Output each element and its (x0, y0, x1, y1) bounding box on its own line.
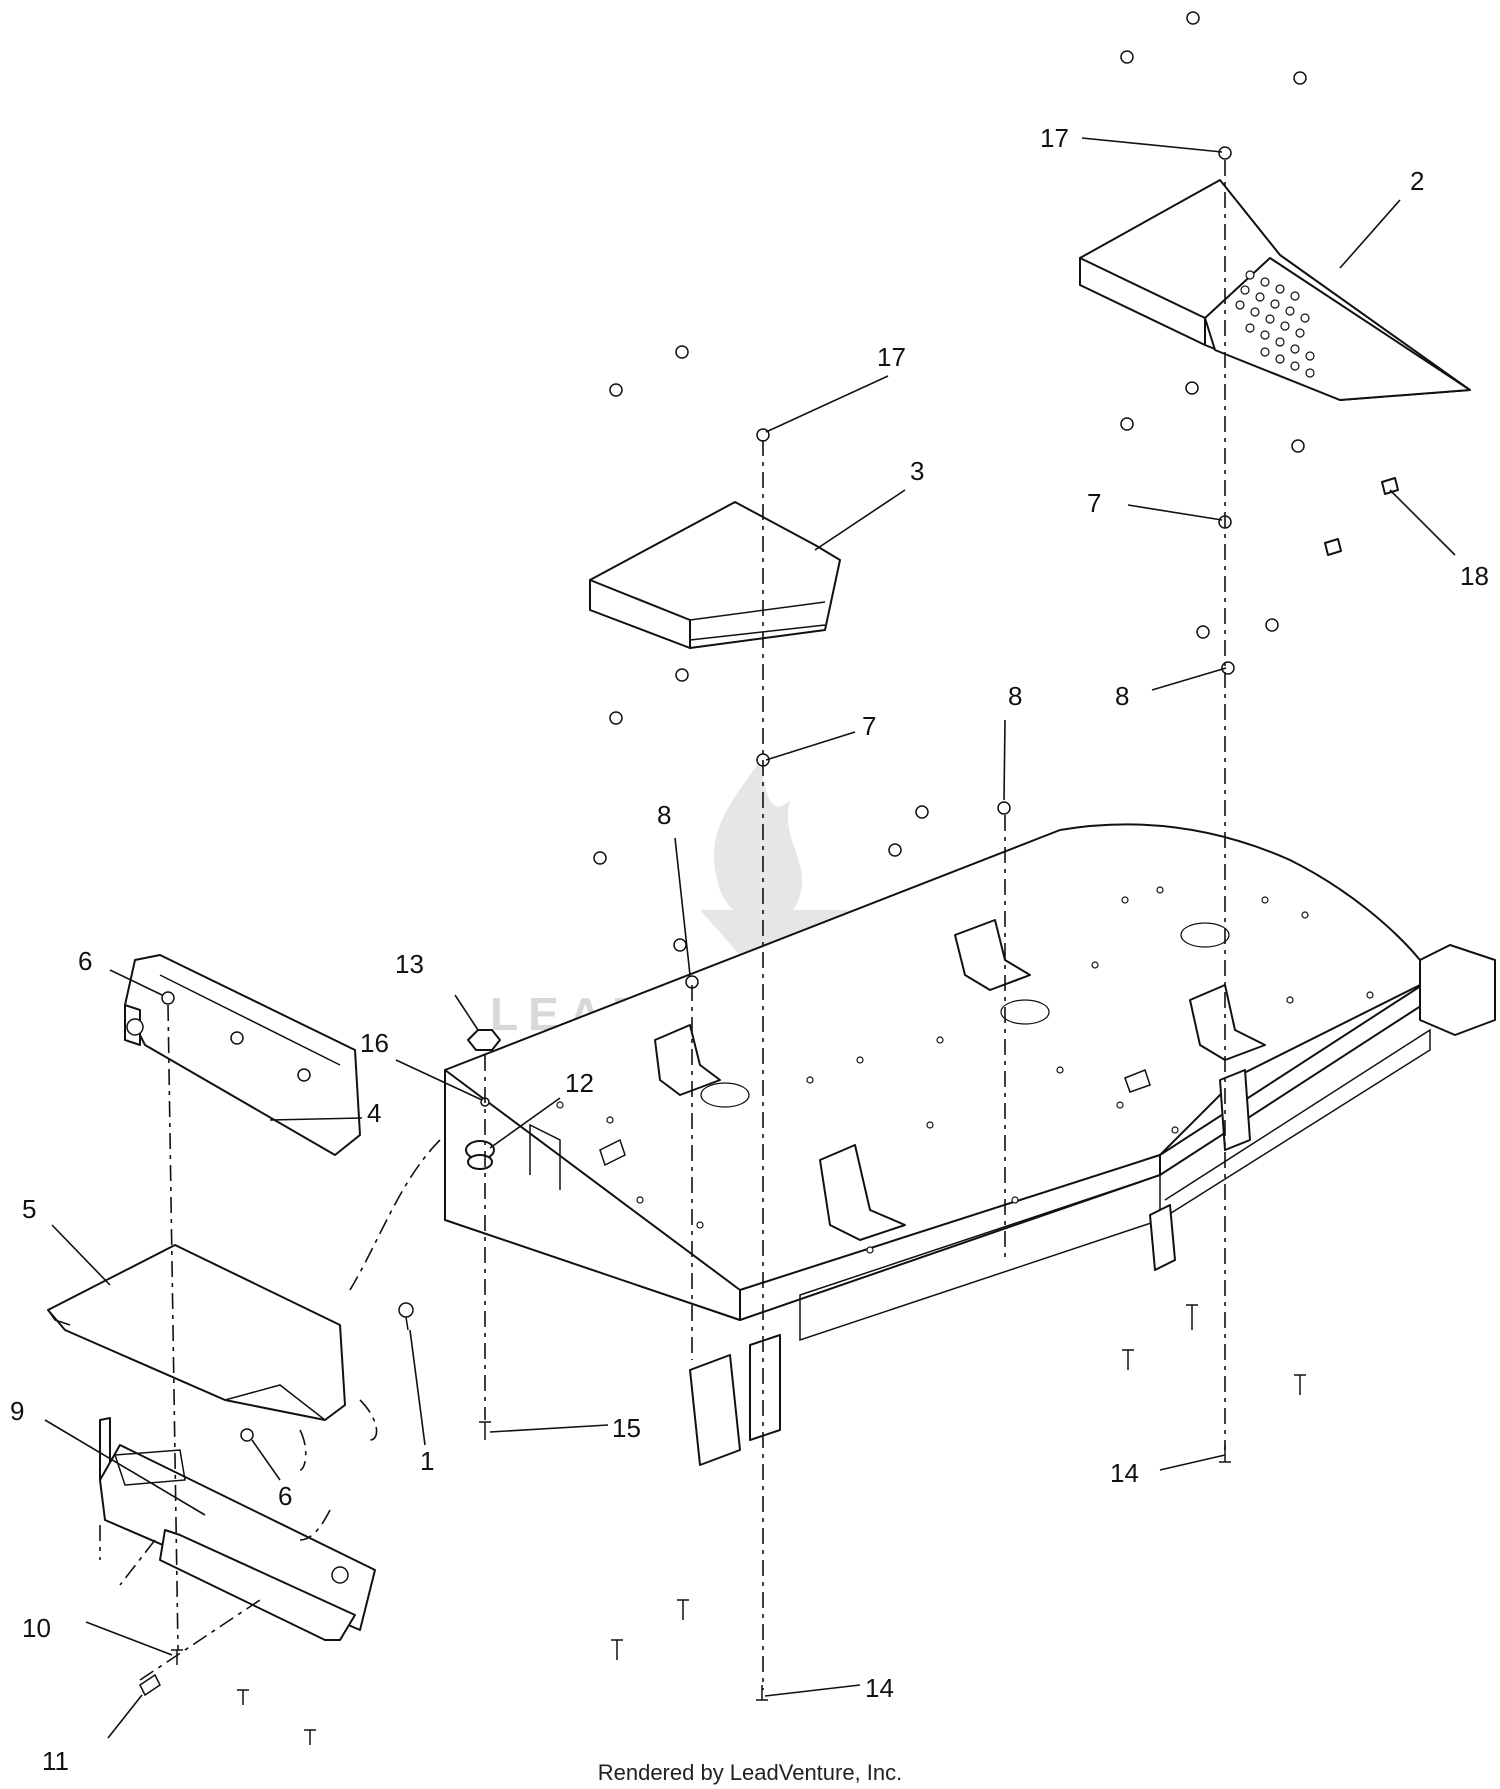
part-2-deflector-cover (1079, 179, 1471, 401)
part-3-cover (589, 501, 841, 649)
part-18-clip (1324, 477, 1399, 556)
callout-14: 14 (865, 1673, 894, 1703)
callout-leaders (44, 137, 1456, 1739)
callout-12: 12 (565, 1068, 594, 1098)
callout-3: 3 (910, 456, 924, 486)
callout-8: 8 (1008, 681, 1022, 711)
callout-5: 5 (22, 1194, 36, 1224)
callout-11: 11 (42, 1746, 69, 1776)
callout-14: 14 (1110, 1458, 1139, 1488)
callout-8: 8 (657, 800, 671, 830)
callout-labels: 17 2 17 3 7 18 7 8 8 8 6 13 16 12 4 5 1 … (10, 123, 1489, 1776)
part-4-guard (124, 954, 361, 1156)
callout-13: 13 (395, 949, 424, 979)
callout-2: 2 (1410, 166, 1424, 196)
hardware-bolts (139, 1304, 1306, 1745)
callout-9: 9 (10, 1396, 24, 1426)
callout-17: 17 (877, 342, 906, 372)
footer-credit: Rendered by LeadVenture, Inc. (597, 1760, 903, 1785)
mower-deck (444, 823, 1496, 1466)
part-1-pin (398, 1302, 414, 1331)
callout-15: 15 (612, 1413, 641, 1443)
callout-6: 6 (278, 1481, 292, 1511)
callout-1: 1 (420, 1446, 434, 1476)
part-9-bracket (99, 1417, 376, 1641)
callout-17: 17 (1040, 123, 1069, 153)
callout-7: 7 (1087, 488, 1101, 518)
callout-8: 8 (1115, 681, 1129, 711)
assembly-lines (99, 160, 1226, 1690)
callout-7: 7 (862, 711, 876, 741)
callout-18: 18 (1460, 561, 1489, 591)
part-13-knob (467, 1029, 501, 1051)
callout-16: 16 (360, 1028, 389, 1058)
part-12-bushing (465, 1140, 495, 1170)
callout-6: 6 (78, 946, 92, 976)
callout-10: 10 (22, 1613, 51, 1643)
callout-4: 4 (367, 1098, 381, 1128)
part-5-chute (47, 1244, 346, 1421)
